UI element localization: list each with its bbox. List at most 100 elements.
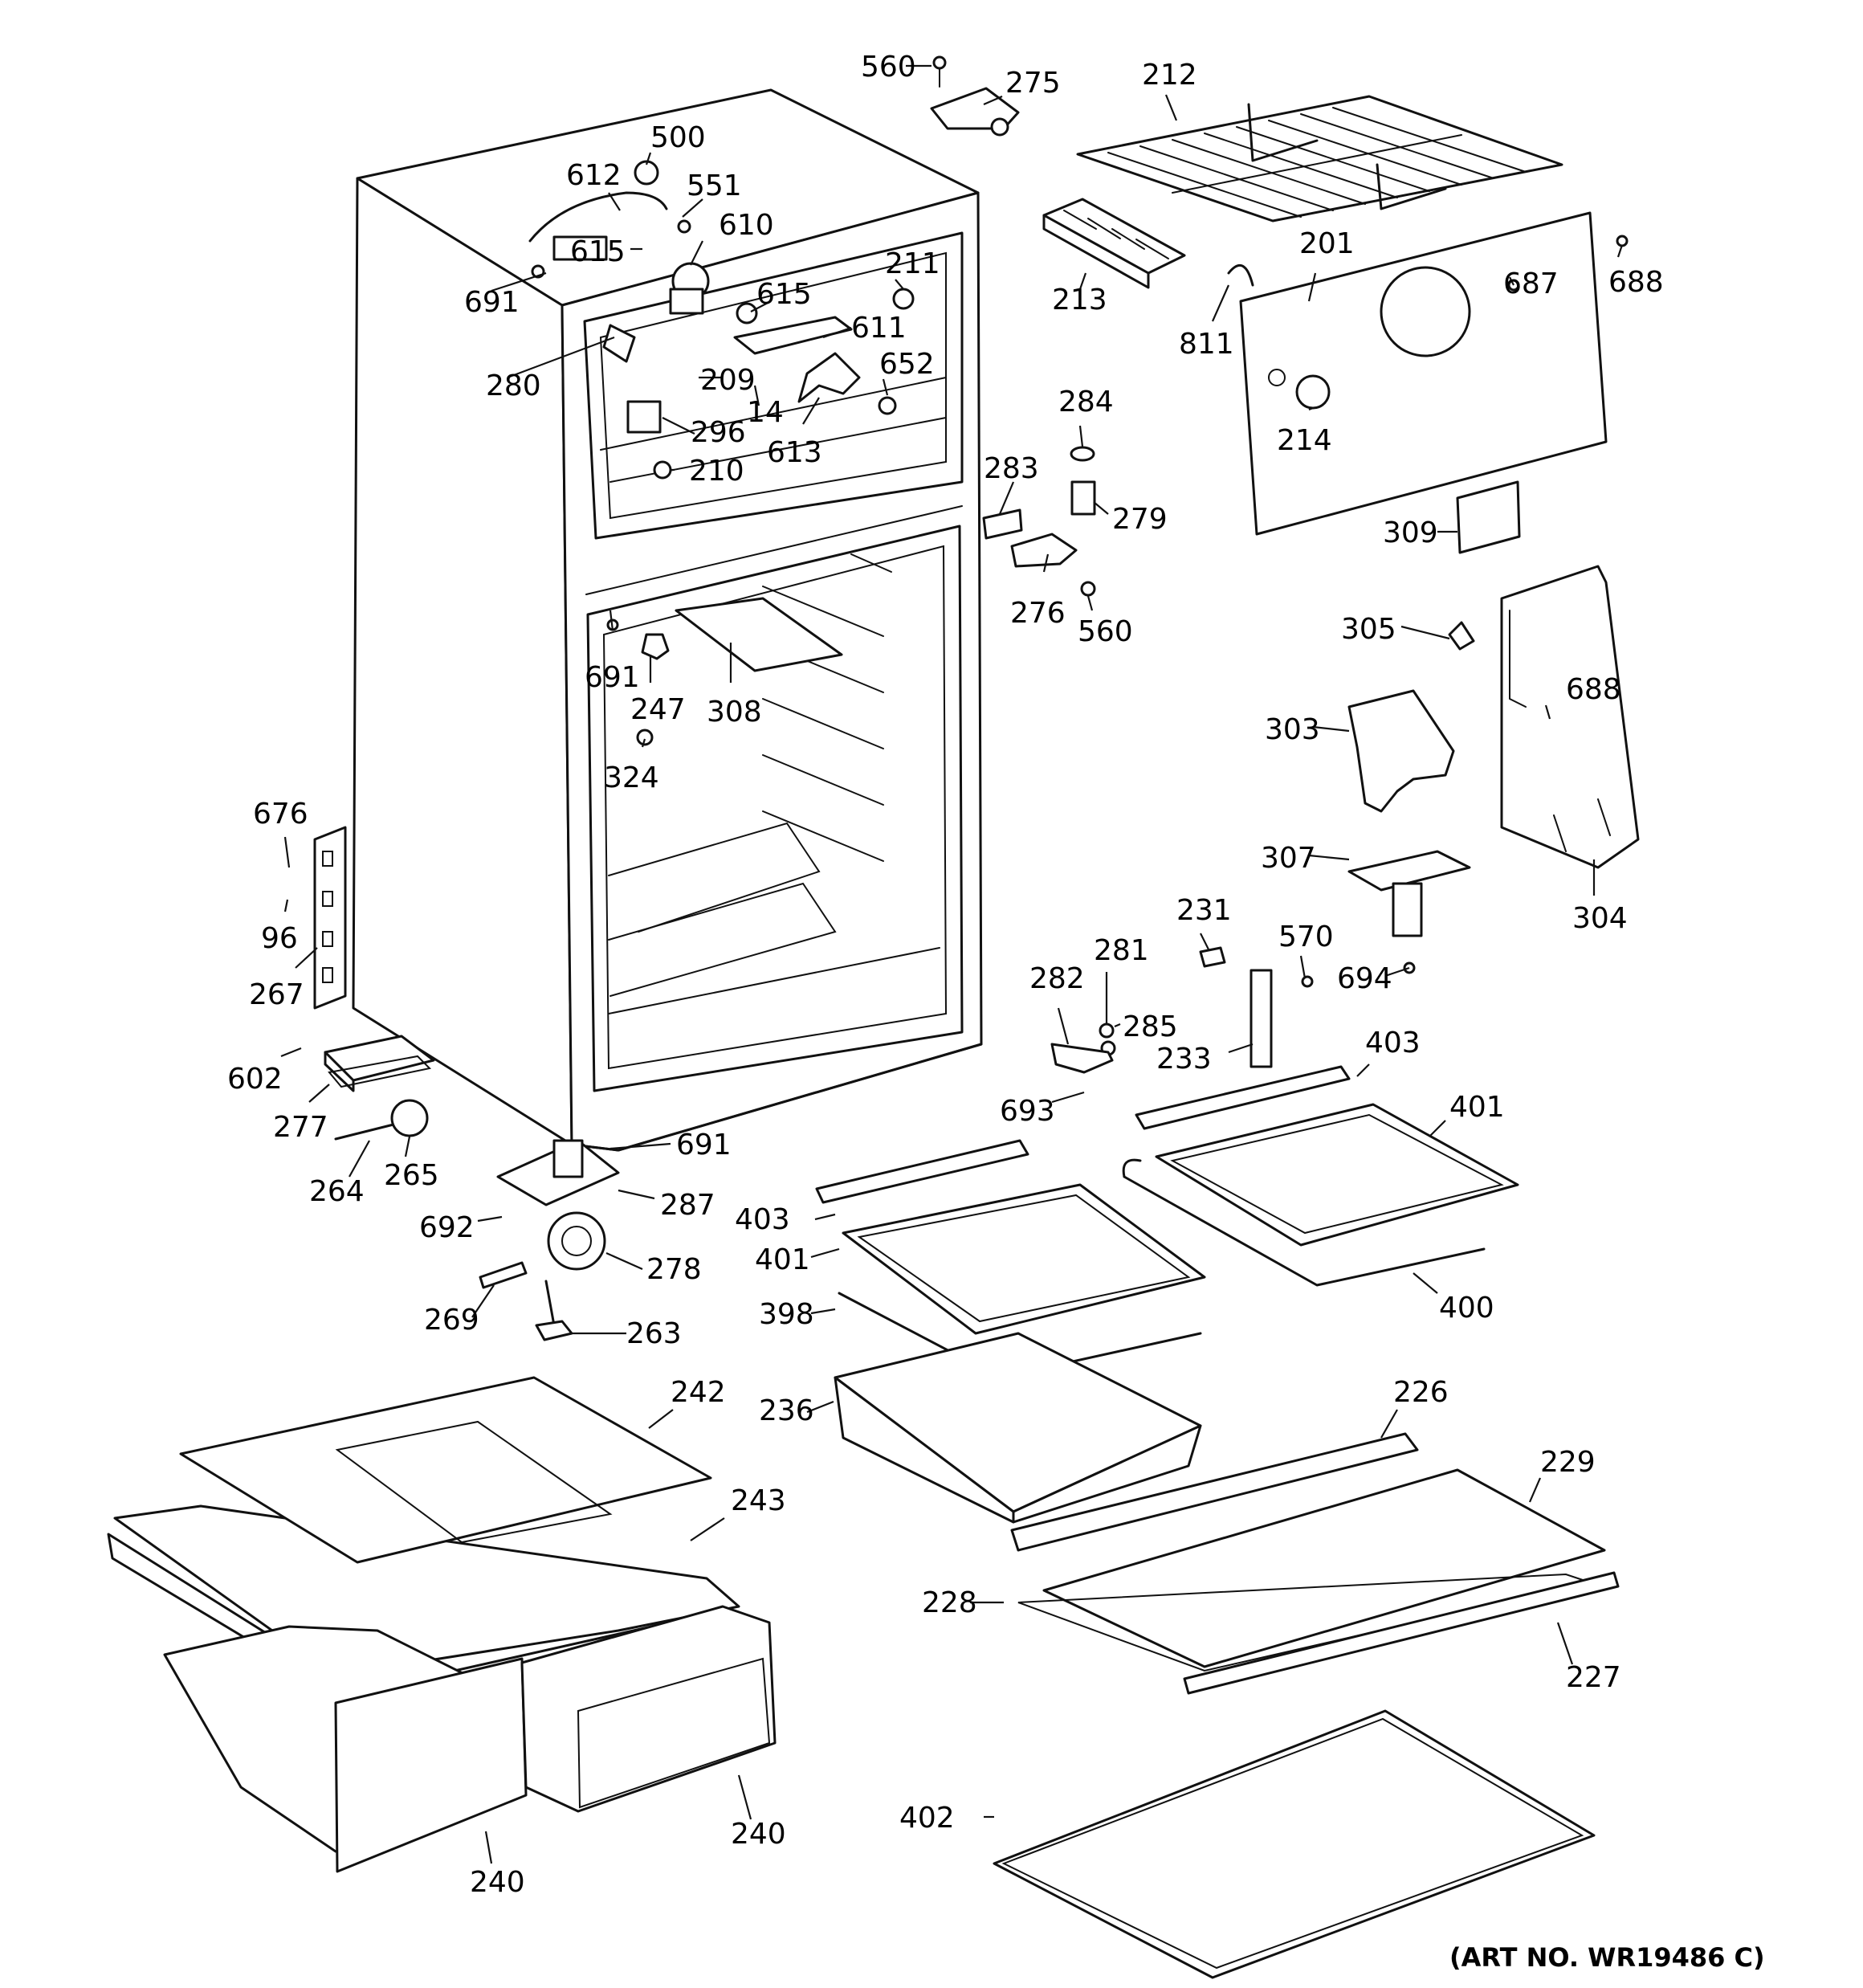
label-281: 281 bbox=[1094, 934, 1149, 967]
label-265: 265 bbox=[384, 1159, 439, 1192]
label-652: 652 bbox=[879, 348, 935, 381]
label-210: 210 bbox=[689, 455, 744, 488]
label-560: 560 bbox=[1078, 615, 1133, 648]
label-240: 240 bbox=[470, 1866, 525, 1899]
label-282: 282 bbox=[1029, 962, 1085, 995]
label-688: 688 bbox=[1566, 673, 1621, 706]
label-280: 280 bbox=[486, 369, 541, 402]
crisper-drawer-right-240 bbox=[520, 1605, 777, 1813]
freezer-components bbox=[528, 160, 915, 480]
shelf-support-components bbox=[1050, 946, 1416, 1074]
label-296: 296 bbox=[691, 416, 746, 449]
label-308: 308 bbox=[707, 696, 762, 729]
label-263: 263 bbox=[626, 1317, 682, 1350]
label-214: 214 bbox=[1277, 424, 1332, 457]
label-264: 264 bbox=[309, 1175, 365, 1208]
label-691: 691 bbox=[464, 286, 520, 319]
label-400: 400 bbox=[1439, 1292, 1494, 1325]
leader-lines bbox=[280, 64, 1624, 1864]
label-398: 398 bbox=[759, 1298, 814, 1331]
lower-shelf-229 bbox=[1010, 1432, 1620, 1695]
part-labels: 560 275 212 500 612 551 610 615 691 615 … bbox=[227, 51, 1664, 1899]
ice-dispenser-304 bbox=[1448, 565, 1640, 869]
label-242: 242 bbox=[671, 1376, 726, 1409]
damper-components bbox=[982, 446, 1096, 597]
label-247: 247 bbox=[630, 693, 686, 726]
label-226: 226 bbox=[1393, 1376, 1449, 1409]
crisper-glass-242 bbox=[179, 1376, 712, 1564]
crisper-drawer-left-240 bbox=[163, 1625, 528, 1873]
art-number: (ART NO. WR19486 C) bbox=[1449, 1942, 1765, 1973]
upper-left-shelf-401 bbox=[815, 1139, 1206, 1379]
mullion-hinge-277 bbox=[324, 1035, 435, 1092]
label-676: 676 bbox=[253, 798, 308, 831]
label-307: 307 bbox=[1261, 842, 1316, 875]
label-691: 691 bbox=[676, 1129, 732, 1161]
label-560: 560 bbox=[861, 51, 916, 84]
label-236: 236 bbox=[759, 1394, 814, 1427]
screw-269 bbox=[479, 1261, 528, 1289]
label-278: 278 bbox=[646, 1253, 702, 1286]
evaporator-cover-201 bbox=[1227, 211, 1629, 554]
label-275: 275 bbox=[1005, 67, 1061, 100]
label-287: 287 bbox=[660, 1189, 715, 1222]
label-283: 283 bbox=[984, 452, 1039, 485]
label-602: 602 bbox=[227, 1063, 283, 1096]
roller-265 bbox=[334, 1099, 429, 1141]
shelf-frame-402 bbox=[993, 1709, 1596, 1979]
label-612: 612 bbox=[566, 159, 622, 192]
label-269: 269 bbox=[424, 1304, 479, 1337]
label-692: 692 bbox=[419, 1211, 475, 1244]
auger-303 bbox=[1347, 689, 1455, 813]
label-611: 611 bbox=[851, 312, 907, 345]
label-694: 694 bbox=[1337, 962, 1392, 995]
cabinet bbox=[313, 88, 983, 1152]
label-309: 309 bbox=[1383, 516, 1438, 549]
ice-tray-213 bbox=[1042, 198, 1186, 289]
label-14: 14 bbox=[747, 396, 784, 429]
label-570: 570 bbox=[1278, 921, 1334, 953]
label-688: 688 bbox=[1608, 266, 1664, 299]
label-401: 401 bbox=[1449, 1091, 1505, 1124]
label-240: 240 bbox=[731, 1818, 786, 1851]
label-209: 209 bbox=[700, 364, 756, 397]
label-303: 303 bbox=[1265, 713, 1320, 746]
label-401: 401 bbox=[755, 1243, 810, 1276]
label-551: 551 bbox=[687, 169, 742, 202]
label-687: 687 bbox=[1503, 267, 1559, 300]
roller-278 bbox=[547, 1211, 606, 1271]
label-285: 285 bbox=[1123, 1010, 1178, 1043]
crisper-drawer-236 bbox=[834, 1332, 1202, 1524]
label-615: 615 bbox=[756, 278, 812, 311]
wire-shelf-212 bbox=[1076, 95, 1563, 222]
label-613: 613 bbox=[767, 436, 822, 469]
label-277: 277 bbox=[273, 1111, 328, 1144]
tray-307 bbox=[1347, 850, 1471, 937]
label-500: 500 bbox=[650, 121, 706, 154]
label-691: 691 bbox=[585, 661, 640, 694]
label-279: 279 bbox=[1112, 503, 1168, 536]
label-615: 615 bbox=[570, 235, 626, 268]
label-811: 811 bbox=[1179, 328, 1234, 361]
label-227: 227 bbox=[1566, 1661, 1621, 1694]
label-610: 610 bbox=[719, 209, 774, 242]
label-231: 231 bbox=[1176, 894, 1232, 927]
label-96: 96 bbox=[261, 922, 298, 955]
upper-right-shelf-401 bbox=[1122, 1065, 1519, 1287]
label-213: 213 bbox=[1052, 284, 1107, 316]
label-284: 284 bbox=[1058, 386, 1114, 418]
label-403: 403 bbox=[735, 1203, 790, 1236]
bracket-287 bbox=[496, 1139, 620, 1206]
leveler-263 bbox=[535, 1280, 573, 1341]
label-304: 304 bbox=[1572, 902, 1628, 935]
label-243: 243 bbox=[731, 1484, 786, 1517]
fresh-food-components bbox=[606, 597, 843, 746]
label-693: 693 bbox=[1000, 1095, 1055, 1128]
label-201: 201 bbox=[1299, 227, 1355, 260]
label-267: 267 bbox=[249, 978, 304, 1011]
label-324: 324 bbox=[604, 761, 659, 794]
label-403: 403 bbox=[1365, 1027, 1421, 1059]
label-229: 229 bbox=[1540, 1446, 1596, 1479]
label-305: 305 bbox=[1341, 613, 1396, 646]
